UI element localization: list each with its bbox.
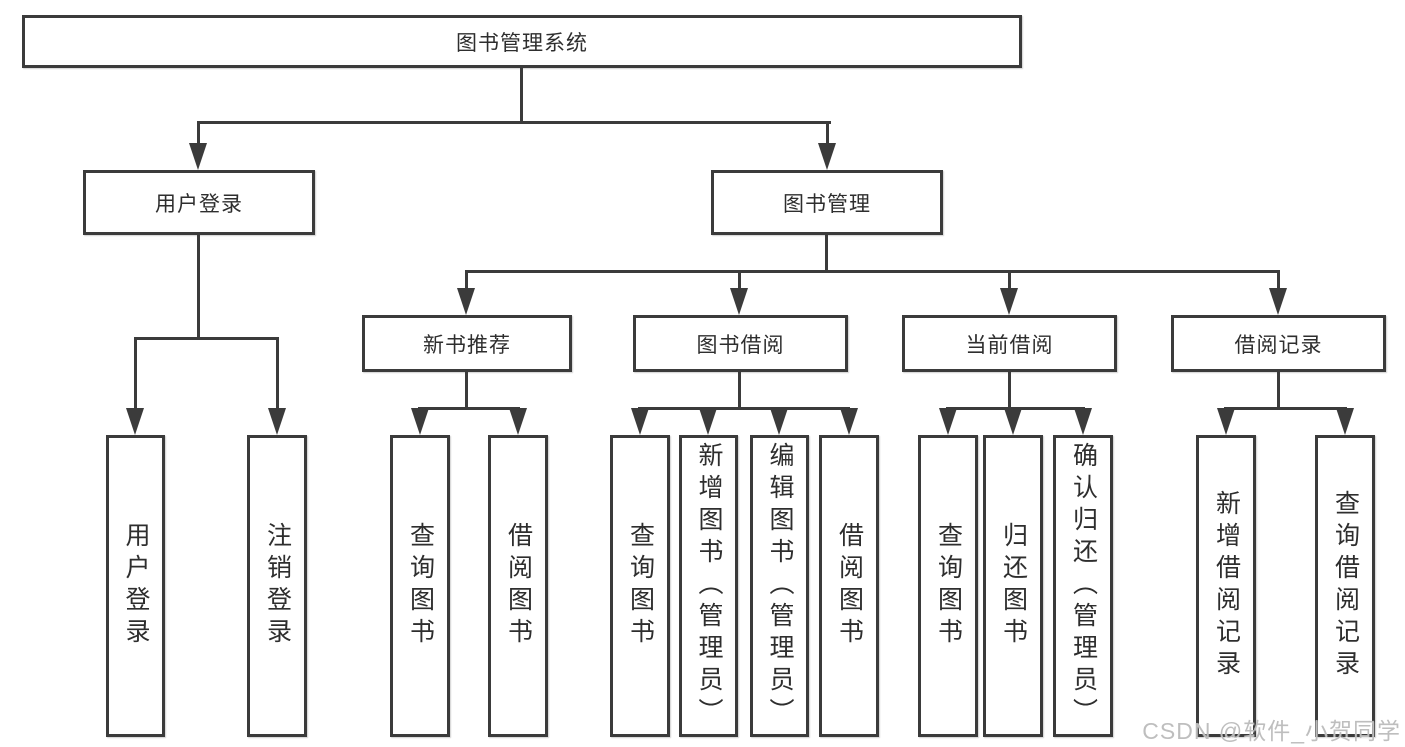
- connector-book-management-stem: [825, 235, 828, 272]
- connector-drop-user-login: [197, 121, 200, 148]
- arrow-down-icon: [939, 408, 957, 435]
- connector-drop-book-borrow: [738, 270, 741, 292]
- node-current-borrowing: 当前借阅: [902, 315, 1117, 372]
- leaf-query-books-current: 查询图书: [918, 435, 978, 737]
- leaf-add-books-admin: 新增图书（管理员）: [679, 435, 738, 737]
- connector-drop-borrow-records: [1277, 270, 1280, 292]
- leaf-label: 借阅图书: [504, 522, 533, 650]
- leaf-label: 新增图书（管理员）: [695, 442, 723, 730]
- arrow-down-icon: [1074, 408, 1092, 435]
- csdn-watermark: CSDN @软件_小贺同学: [1142, 718, 1401, 744]
- connector-drop-leaf-logout: [276, 337, 279, 412]
- node-label: 借阅记录: [1234, 333, 1323, 357]
- arrow-down-icon: [1269, 288, 1287, 315]
- node-book-borrowing: 图书借阅: [633, 315, 848, 372]
- node-new-book-recommendation: 新书推荐: [362, 315, 572, 372]
- arrow-down-icon: [1000, 288, 1018, 315]
- arrow-down-icon: [268, 408, 286, 435]
- node-label: 用户登录: [155, 192, 243, 216]
- arrow-down-icon: [126, 408, 144, 435]
- leaf-return-books: 归还图书: [983, 435, 1043, 737]
- leaf-add-borrow-record: 新增借阅记录: [1196, 435, 1256, 737]
- arrow-down-icon: [730, 288, 748, 315]
- arrow-down-icon: [1004, 408, 1022, 435]
- connector-drop-book-management: [826, 121, 829, 148]
- arrow-down-icon: [189, 143, 207, 170]
- connector-current-borrow-stem: [1008, 372, 1011, 410]
- node-borrowing-records: 借阅记录: [1171, 315, 1386, 372]
- arrow-down-icon: [1217, 408, 1235, 435]
- connector-drop-current-borrow: [1008, 270, 1011, 292]
- leaf-label: 查询图书: [626, 522, 655, 650]
- connector-root-stem: [520, 68, 523, 124]
- node-label: 图书管理: [783, 192, 871, 216]
- leaf-borrow-books-recommend: 借阅图书: [488, 435, 548, 737]
- leaf-query-books-borrow: 查询图书: [610, 435, 670, 737]
- node-label: 新书推荐: [423, 333, 511, 357]
- leaf-label: 借阅图书: [835, 522, 864, 650]
- connector-new-book-bar: [418, 407, 520, 410]
- node-book-management: 图书管理: [711, 170, 943, 235]
- arrow-down-icon: [509, 408, 527, 435]
- leaf-label: 归还图书: [999, 522, 1028, 650]
- leaf-label: 新增借阅记录: [1212, 490, 1241, 682]
- node-user-login: 用户登录: [83, 170, 315, 235]
- connector-drop-leaf-user-login: [134, 337, 137, 412]
- arrow-down-icon: [457, 288, 475, 315]
- leaf-logout: 注销登录: [247, 435, 307, 737]
- arrow-down-icon: [818, 143, 836, 170]
- connector-user-login-bar: [134, 337, 279, 340]
- node-library-management-system: 图书管理系统: [22, 15, 1022, 68]
- connector-book-management-bar: [465, 270, 1280, 273]
- arrow-down-icon: [631, 408, 649, 435]
- leaf-label: 确认归还（管理员）: [1069, 442, 1098, 730]
- connector-root-bar: [197, 121, 831, 124]
- arrow-down-icon: [770, 408, 788, 435]
- leaf-query-borrow-record: 查询借阅记录: [1315, 435, 1375, 737]
- leaf-user-login: 用户登录: [106, 435, 165, 737]
- arrow-down-icon: [1336, 408, 1354, 435]
- leaf-query-books-recommend: 查询图书: [390, 435, 450, 737]
- leaf-borrow-books: 借阅图书: [819, 435, 879, 737]
- leaf-label: 编辑图书（管理员）: [766, 442, 794, 730]
- node-label: 图书管理系统: [456, 31, 588, 55]
- connector-user-login-stem: [197, 235, 200, 339]
- connector-borrow-records-stem: [1277, 372, 1280, 410]
- node-label: 图书借阅: [696, 333, 785, 357]
- leaf-label: 查询借阅记录: [1331, 490, 1360, 682]
- arrow-down-icon: [840, 408, 858, 435]
- leaf-confirm-return-admin: 确认归还（管理员）: [1053, 435, 1113, 737]
- connector-new-book-stem: [465, 372, 468, 410]
- connector-book-borrow-stem: [738, 372, 741, 410]
- leaf-edit-books-admin: 编辑图书（管理员）: [750, 435, 809, 737]
- arrow-down-icon: [411, 408, 429, 435]
- leaf-label: 查询图书: [406, 522, 435, 650]
- connector-borrow-records-bar: [1224, 407, 1347, 410]
- leaf-label: 注销登录: [263, 522, 292, 650]
- connector-book-borrow-bar: [638, 407, 850, 410]
- leaf-label: 用户登录: [122, 522, 150, 650]
- leaf-label: 查询图书: [934, 522, 963, 650]
- connector-drop-new-book: [465, 270, 468, 292]
- node-label: 当前借阅: [965, 333, 1054, 357]
- arrow-down-icon: [699, 408, 717, 435]
